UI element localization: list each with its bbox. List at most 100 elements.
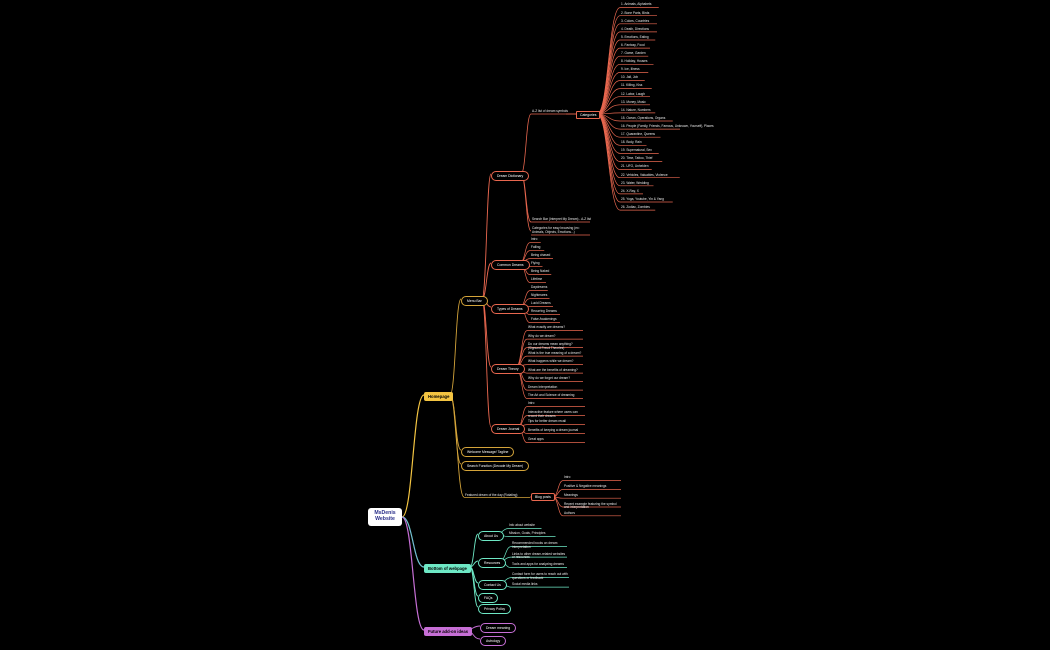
faqs-node[interactable]: FAQs [478,593,499,603]
dream-theory-item[interactable]: What is the true meaning of a dream? [528,350,582,355]
dream-journal-node[interactable]: Dream Journal [491,424,526,434]
category-item[interactable]: 5. Emotions, Eating [621,34,649,39]
category-item[interactable]: 24. X-Ray, X [621,188,639,193]
az-list-node[interactable]: A-Z list of dream symbols [532,109,568,113]
resources-node[interactable]: Resources [478,558,507,568]
category-item[interactable]: 10. Jail, Job [621,75,639,80]
search-function-node[interactable]: Search Function (Decode My Dream) [461,461,530,471]
contact-us-node[interactable]: Contact Us [478,580,507,590]
category-item[interactable]: 17. Quarantine, Queens [621,132,656,136]
category-item[interactable]: 2. Bone Parts, Birds [621,10,650,15]
blog-posts-node[interactable]: Blog posts [531,493,555,501]
dream-theory-item[interactable]: What exactly are dreams? [528,325,566,330]
contact-item[interactable]: Social media links [512,581,538,586]
connector [401,394,425,518]
common-dream-item[interactable]: Falling [531,245,541,250]
menu-bar-node[interactable]: Menu Bar [461,296,488,306]
category-item[interactable]: 8. Holiday, Houses [621,59,648,64]
category-item[interactable]: 21. UFO, Unhelden [621,164,649,169]
category-item[interactable]: 26. Zodiac, Zombies [621,204,650,209]
connector [596,15,621,115]
about-item[interactable]: Info about website [509,523,535,528]
connector [449,394,465,498]
resources-item[interactable]: Links to other dream-related websites or… [512,551,566,560]
types-of-dreams-node[interactable]: Types of Dreams [491,304,529,314]
connector [596,39,621,115]
connector [520,113,532,175]
dream-theory-item[interactable]: What are the benefits of dreaming? [528,367,578,372]
categories-note-node[interactable]: Categories for easy browsing (ex: Animal… [532,226,580,234]
connector [596,113,621,211]
category-item[interactable]: 15. Ocean, Operations, Organs [621,115,666,120]
category-item[interactable]: 23. Water, Wedding [621,180,649,185]
connector [401,516,425,631]
category-item[interactable]: 6. Fantasy, Food [621,42,645,47]
common-dream-item[interactable]: Being Naked [531,269,550,274]
common-dream-item[interactable]: Flying [531,261,540,266]
dream-journal-item[interactable]: Interactive feature where users can reco… [528,410,578,418]
dream-type-item[interactable]: Recurring Dreams [531,309,557,314]
root-node[interactable]: MsDenis Website [368,508,402,526]
category-item[interactable]: 9. Ice, Illness [621,67,640,72]
dream-theory-item[interactable]: Do our dreams mean anything? (Signund Fr… [528,342,573,350]
blog-item[interactable]: Intro [564,475,571,480]
dream-type-item[interactable]: Lucid Dreams [531,301,551,306]
connector [469,533,479,568]
bottom-node[interactable]: Bottom of webpage [424,564,471,573]
category-item[interactable]: 3. Colors, Countries [621,18,650,23]
common-dream-item[interactable]: Being chased [531,253,551,258]
blog-item[interactable]: Authors [564,510,575,515]
dream-type-item[interactable]: Nightmares [531,293,548,298]
category-item[interactable]: 22. Vehicles, Valuables, Violence [621,172,668,177]
dream-theory-node[interactable]: Dream Theory [491,364,525,374]
blog-item[interactable]: Positive & Negative meanings [564,484,607,489]
dream-type-item[interactable]: False Awakenings [531,317,557,322]
category-item[interactable]: 11. Killing, Kiss [621,83,643,88]
category-item[interactable]: 13. Money, Music [621,99,646,104]
dream-journal-item[interactable]: Benefits of keeping a dream journal [528,428,579,433]
resources-item[interactable]: Recommended books on dream interpretatio… [512,541,558,549]
blog-item[interactable]: Meanings [564,493,578,497]
category-item[interactable]: 12. Labor, Laugh [621,91,645,96]
astrology-node[interactable]: Astrology [480,636,507,646]
common-dream-item[interactable]: Intro [531,237,538,242]
about-us-node[interactable]: About Us [478,531,504,541]
connector [481,173,492,300]
dream-journal-item[interactable]: Tips for better dream recall [528,419,566,424]
dream-dictionary-node[interactable]: Dream Dictionary [491,171,530,181]
homepage-node[interactable]: Homepage [424,392,454,401]
category-item[interactable]: 18. Body, Rain [621,140,642,145]
dream-type-item[interactable]: Daydreams [531,285,548,290]
search-bar-node[interactable]: Search Bar (Interpret My Dream) - A-Z li… [532,217,591,221]
future-node[interactable]: Future add-on ideas [424,627,473,636]
category-item[interactable]: 19. Supernatural, Sex [621,148,652,153]
category-item[interactable]: 16. People (Family, Friends, Famous, Unk… [621,123,714,128]
dream-theory-item[interactable]: Why do we dream? [528,333,556,338]
dream-journal-item[interactable]: Intro [528,401,535,406]
welcome-node[interactable]: Welcome Message/ Tagline [461,447,515,457]
dream-theory-item[interactable]: Dream Interpretation [528,384,558,389]
categories-node[interactable]: Categories [576,111,601,119]
category-item[interactable]: 20. Time, Tattoo, Thief [621,156,653,161]
featured-dream-node[interactable]: Featured dream of the day (Rotating) [465,493,518,497]
connector [515,338,528,368]
about-item[interactable]: Mission, Goals, Principles [509,531,546,536]
category-item[interactable]: 1. Animals, Alphabets [621,2,652,7]
contact-item[interactable]: Contact form for users to reach out with… [512,572,568,580]
category-item[interactable]: 14. Nature, Numbers [621,107,651,112]
resources-item[interactable]: Tools and apps for analyzing dreams [512,562,564,567]
connector [596,113,621,203]
dream-theory-item[interactable]: What happens while we dream? [528,359,574,364]
dream-theory-item[interactable]: Why do we forget our dream? [528,376,570,381]
blog-item[interactable]: Recent example featuring the symbol and … [564,501,617,510]
dream-meaning-node[interactable]: Dream meaning [480,623,517,633]
common-dream-item[interactable]: Lifetime [531,277,543,282]
privacy-node[interactable]: Privacy Policy [478,604,512,614]
dream-journal-item[interactable]: Great apps [528,437,544,442]
category-item[interactable]: 25. Yoga, Youtube, Yin & Yang [621,196,664,201]
dream-theory-item[interactable]: The Art and Science of dreaming [528,393,575,398]
common-dreams-node[interactable]: Common Dreams [491,260,530,270]
category-item[interactable]: 4. Death, Directions [621,26,649,31]
category-item[interactable]: 7. Game, Garden [621,51,646,55]
